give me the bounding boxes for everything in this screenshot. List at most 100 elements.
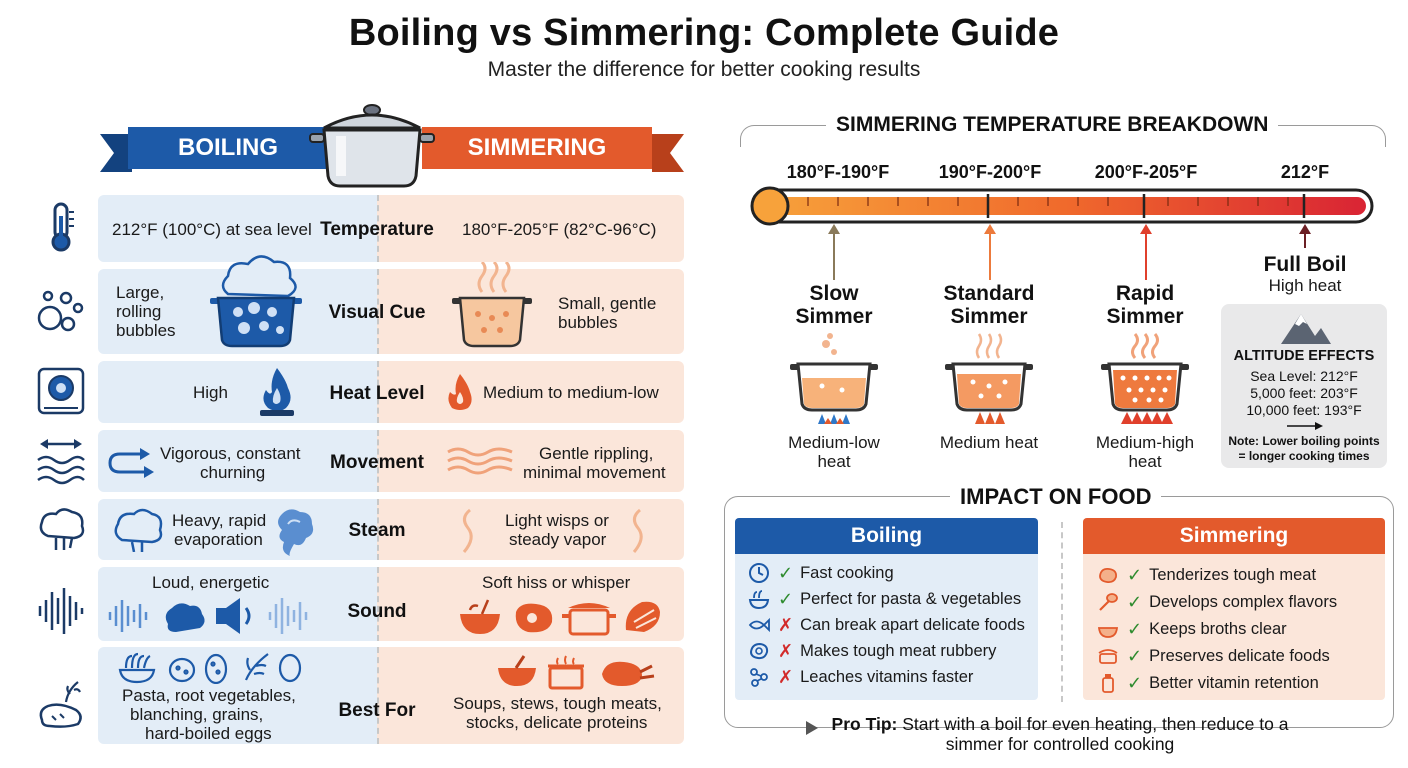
spoon-icon xyxy=(1099,593,1118,611)
heat-simmering: Medium to medium-low xyxy=(483,383,659,402)
steak-icon xyxy=(1099,567,1118,584)
boil-foods-icons xyxy=(118,652,302,684)
churning-arrows-icon xyxy=(108,448,154,478)
impact-title: IMPACT ON FOOD xyxy=(950,484,1162,510)
mountain-icon xyxy=(1281,314,1331,344)
standard-simmer-heat: Medium heat xyxy=(939,433,1039,452)
slow-simmer-name-1: Slow xyxy=(809,282,859,305)
range-slow: 180°F-190°F xyxy=(786,162,890,182)
thermometer-icon xyxy=(51,202,74,252)
vitamin-bottle-icon xyxy=(1102,674,1114,693)
altitude-note-1: Note: Lower boiling points xyxy=(1228,434,1380,448)
visual-boiling-2: rolling xyxy=(116,302,162,321)
impact-boiling-panel: Boiling xyxy=(735,518,1038,700)
altitude-10000: 10,000 feet: 193°F xyxy=(1246,402,1362,418)
page-subtitle: Master the difference for better cooking… xyxy=(487,58,921,81)
simmer-item-vitamin: ✓Better vitamin retention xyxy=(1097,672,1319,694)
high-flame-icon xyxy=(260,368,294,416)
movement-simmering-1: Gentle rippling, xyxy=(539,444,654,463)
label-temperature: Temperature xyxy=(320,219,434,240)
arrow-boil xyxy=(1299,224,1311,248)
label-heat-level: Heat Level xyxy=(329,383,425,404)
movement-waves-icon xyxy=(37,439,85,485)
label-movement: Movement xyxy=(330,452,424,473)
ripple-waves-icon xyxy=(447,447,513,475)
impact-boiling-heading: Boiling xyxy=(735,518,1038,554)
rapid-simmer-name-1: Rapid xyxy=(1115,282,1175,305)
dish-icon xyxy=(1098,649,1118,664)
meat-icon xyxy=(749,642,769,660)
temperature-thermometer xyxy=(750,186,1374,226)
steam-simmering-2: steady vapor xyxy=(509,530,607,549)
heavy-steam-icon xyxy=(114,508,163,552)
visual-boiling-3: bubbles xyxy=(116,321,176,340)
slow-simmer-heat-1: Medium-low xyxy=(788,433,880,452)
rapid-simmer-heat-2: heat xyxy=(1128,452,1162,471)
label-steam: Steam xyxy=(348,520,406,541)
altitude-effects-box: ALTITUDE EFFECTS Sea Level: 212°F 5,000 … xyxy=(1221,304,1387,468)
simmer-item-tenderizes: ✓Tenderizes tough meat xyxy=(1097,564,1316,586)
steam-simmering-1: Light wisps or xyxy=(505,511,609,530)
sound-wave-icon xyxy=(38,588,84,634)
boiling-item-vitamins: ✗Leaches vitamins faster xyxy=(748,666,973,688)
bubbles-icon xyxy=(37,290,84,332)
boiling-item-fast: ✓Fast cooking xyxy=(748,562,894,584)
arrow-slow xyxy=(828,224,840,280)
arrow-rapid xyxy=(1140,224,1152,280)
movement-boiling-2: churning xyxy=(200,463,266,482)
page-title: Boiling vs Simmering: Complete Guide xyxy=(348,12,1060,54)
range-standard: 190°F-200°F xyxy=(938,162,1042,182)
pro-tip-arrow-icon xyxy=(806,721,818,735)
slow-simmer-pot-icon xyxy=(790,333,878,424)
simmering-banner: SIMMERING xyxy=(422,127,652,169)
light-wisp-right-icon xyxy=(632,508,643,553)
molecule-icon xyxy=(750,668,768,687)
light-wisp-left-icon xyxy=(462,508,473,553)
standard-simmer-name-2: Simmer xyxy=(950,305,1028,328)
arrow-standard xyxy=(984,224,996,280)
range-boil: 212°F xyxy=(1280,162,1330,182)
best-simmering-1: Soups, stews, tough meats, xyxy=(453,694,662,713)
range-rapid: 200°F-205°F xyxy=(1094,162,1198,182)
pot-icon xyxy=(309,104,435,188)
breakdown-title: SIMMERING TEMPERATURE BREAKDOWN xyxy=(826,113,1279,137)
sound-boiling: Loud, energetic xyxy=(152,573,270,592)
altitude-5000: 5,000 feet: 203°F xyxy=(1250,385,1358,401)
row-best-for xyxy=(98,647,684,744)
altitude-sea-level: Sea Level: 212°F xyxy=(1250,368,1358,384)
pro-tip-text: Start with a boil for even heating, then… xyxy=(902,714,1289,734)
rapid-simmer-name-2: Simmer xyxy=(1106,305,1184,328)
steam-icon xyxy=(39,508,85,550)
best-boiling-3: hard-boiled eggs xyxy=(145,724,272,743)
slow-simmer-name-2: Simmer xyxy=(795,305,873,328)
steam-boiling-1: Heavy, rapid xyxy=(172,511,267,530)
boiling-item-delicate: ✗Can break apart delicate foods xyxy=(748,614,1025,636)
movement-boiling-1: Vigorous, constant xyxy=(160,444,301,463)
movement-simmering-2: minimal movement xyxy=(523,463,666,482)
best-boiling-1: Pasta, root vegetables, xyxy=(122,686,296,705)
altitude-title: ALTITUDE EFFECTS xyxy=(1233,348,1375,364)
bread-grain-icon xyxy=(39,681,82,728)
label-best-for: Best For xyxy=(338,700,416,721)
steam-boiling-2: evaporation xyxy=(174,530,263,549)
label-visual-cue: Visual Cue xyxy=(328,302,426,323)
rapid-simmer-heat-1: Medium-high xyxy=(1095,433,1195,452)
medium-flame-icon xyxy=(448,374,472,410)
temperature-simmering: 180°F-205°F (82°C-96°C) xyxy=(462,220,657,239)
altitude-note-2: = longer cooking times xyxy=(1238,449,1370,463)
simmer-item-broths: ✓Keeps broths clear xyxy=(1097,618,1287,640)
clock-icon xyxy=(749,563,769,583)
temperature-boiling: 212°F (100°C) at sea level xyxy=(112,220,312,239)
impact-simmering-panel: Simmering xyxy=(1083,518,1385,700)
best-boiling-2: blanching, grains, xyxy=(130,705,264,724)
heat-boiling: High xyxy=(193,383,228,402)
boiling-item-rubbery: ✗Makes tough meat rubbery xyxy=(748,640,996,662)
standard-simmer-name-1: Standard xyxy=(943,282,1035,305)
steam-cloud-icon xyxy=(278,509,314,556)
impact-simmering-heading: Simmering xyxy=(1083,518,1385,554)
simmer-foods-icons xyxy=(498,655,655,690)
impact-divider xyxy=(1061,522,1063,702)
banner-ribbons xyxy=(100,134,684,172)
sound-simmering: Soft hiss or whisper xyxy=(482,573,631,592)
row-movement xyxy=(98,430,684,492)
